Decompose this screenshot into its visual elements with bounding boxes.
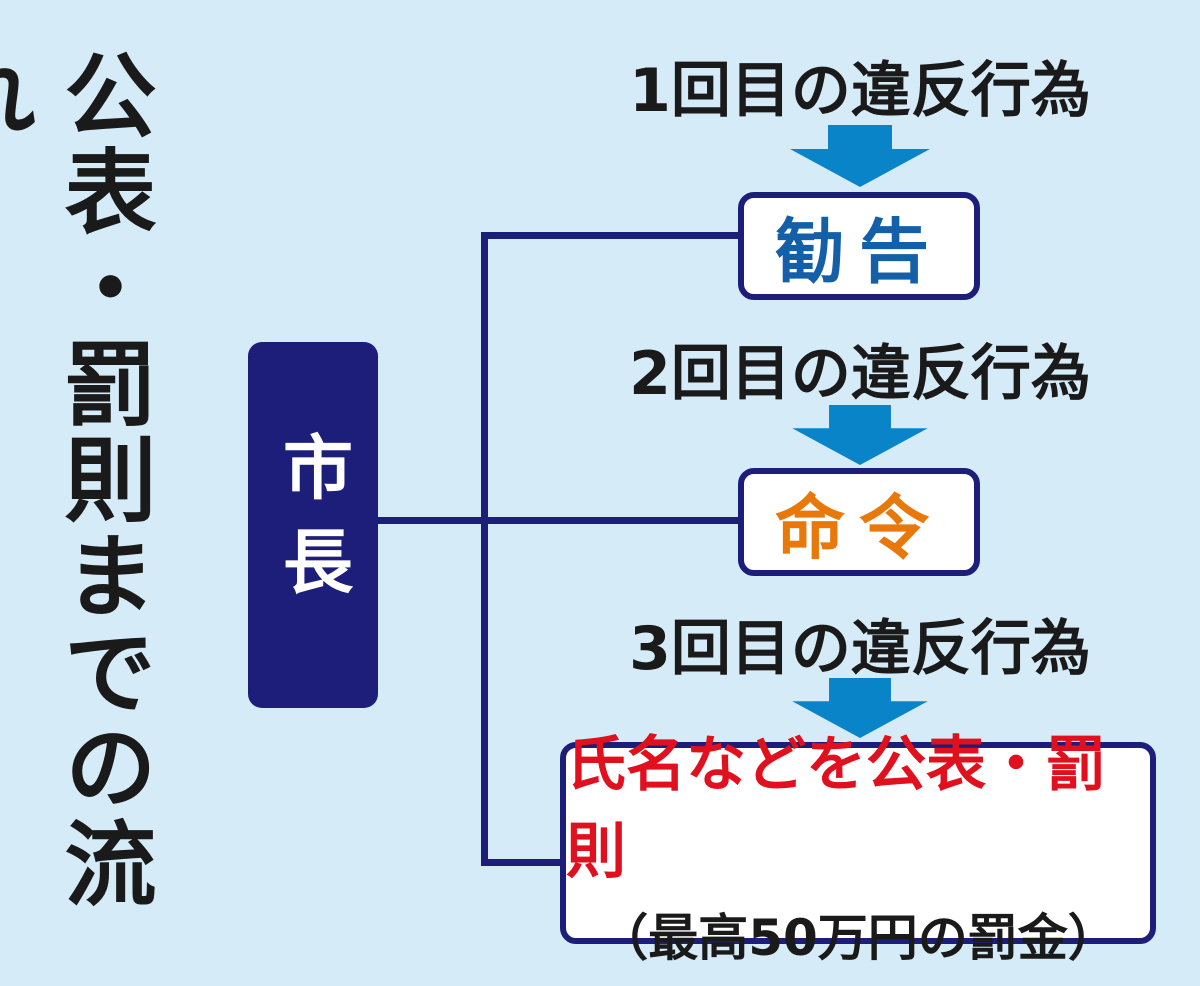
connector-final (481, 859, 563, 866)
final-sub-label: （最高50万円の罰金） (598, 909, 1118, 967)
final-main-label: 氏名などを公表・罰則 (566, 730, 1106, 887)
connector-trunk (481, 232, 488, 866)
order-label: 命令 (775, 486, 943, 569)
step-3-label: 3回目の違反行為 (629, 614, 1091, 684)
step-2-label: 2回目の違反行為 (629, 339, 1091, 409)
diagram-title: 公表・罰則までの流れ (0, 48, 156, 912)
mayor-box: 市長 (248, 342, 378, 708)
step-1-label: 1回目の違反行為 (629, 56, 1091, 126)
recommendation-label: 勧告 (775, 210, 943, 293)
connector-mayor (378, 517, 738, 524)
down-arrow-icon (792, 678, 928, 738)
recommendation-box: 勧告 (738, 192, 980, 300)
final-box: 氏名などを公表・罰則 （最高50万円の罰金） (560, 730, 1156, 967)
down-arrow-icon (792, 405, 928, 465)
connector-recommendation (481, 232, 741, 239)
down-arrow-icon (790, 125, 930, 187)
order-box: 命令 (738, 468, 980, 576)
